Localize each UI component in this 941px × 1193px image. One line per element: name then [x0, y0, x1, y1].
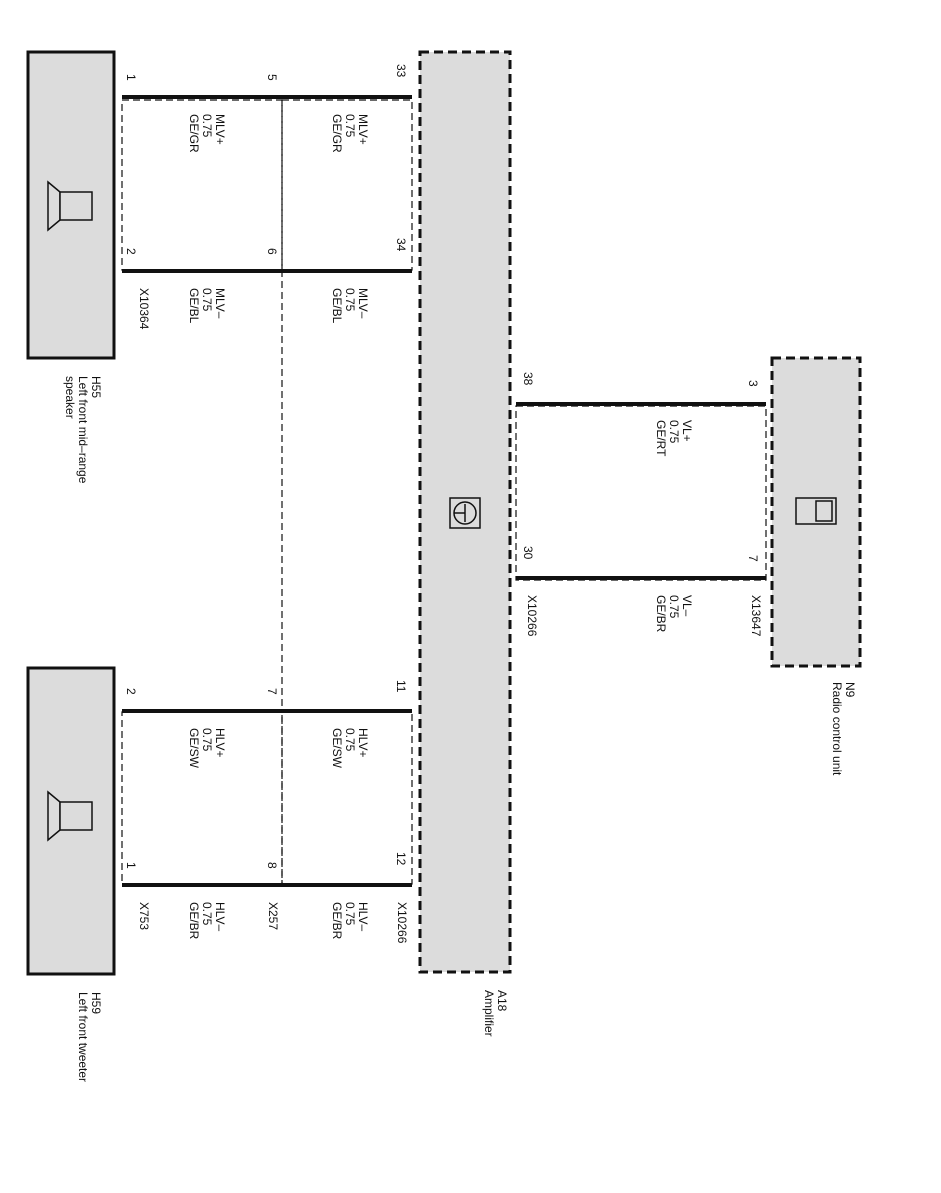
- wire-size: 0.75: [667, 420, 681, 444]
- pin-label: 1: [124, 74, 138, 81]
- wire-size: 0.75: [343, 288, 357, 312]
- wire-size: 0.75: [200, 288, 214, 312]
- connector-label: X10364: [137, 288, 151, 330]
- wire-signal: MLV+: [356, 114, 370, 145]
- wire-size: 0.75: [200, 902, 214, 926]
- component-id: N9: [843, 682, 857, 698]
- wire-signal: VL–: [680, 595, 694, 617]
- wire-color: GE/GR: [330, 114, 344, 153]
- pin-label: 6: [265, 248, 279, 255]
- wire-color: GE/SW: [187, 728, 201, 769]
- component-name: Left front mid–range: [76, 376, 90, 484]
- component-id: H59: [89, 992, 103, 1014]
- speaker-icon: [47, 790, 93, 842]
- connector-label: X13647: [749, 595, 763, 637]
- wire-color: GE/BL: [187, 288, 201, 324]
- wire-signal: MLV+: [213, 114, 227, 145]
- pin-label: 2: [124, 248, 138, 255]
- pin-label: 38: [521, 372, 535, 386]
- wire-size: 0.75: [200, 728, 214, 752]
- shield: [515, 405, 767, 581]
- radio-icon: [795, 497, 837, 525]
- wire-size: 0.75: [667, 595, 681, 619]
- component-name: Amplifier: [482, 990, 496, 1037]
- pin-label: 12: [394, 852, 408, 866]
- wire-signal: MLV–: [356, 288, 370, 319]
- pin-label: 7: [746, 555, 760, 562]
- wire-size: 0.75: [343, 902, 357, 926]
- connector-label: X753: [137, 902, 151, 930]
- wire-color: GE/BR: [187, 902, 201, 940]
- wire-color: GE/SW: [330, 728, 344, 769]
- wire-size: 0.75: [200, 114, 214, 138]
- pin-label: 11: [394, 680, 408, 693]
- connector-label: X10266: [395, 902, 409, 944]
- component-id: A18: [495, 990, 509, 1012]
- wire-size: 0.75: [343, 728, 357, 752]
- wire-signal: HLV+: [356, 728, 370, 757]
- wire-color: GE/BL: [330, 288, 344, 324]
- pin-label: 7: [265, 688, 279, 695]
- pin-label: 2: [124, 688, 138, 695]
- component-id: H55: [89, 376, 103, 398]
- wire-color: GE/GR: [187, 114, 201, 153]
- wire-signal: HLV+: [213, 728, 227, 757]
- pin-label: 8: [265, 862, 279, 869]
- pin-label: 33: [394, 64, 408, 78]
- pin-label: 30: [521, 546, 535, 560]
- wire-signal: HLV–: [356, 902, 370, 931]
- wire-color: GE/BR: [654, 595, 668, 633]
- pin-label: 3: [746, 380, 760, 387]
- wire-signal: HLV–: [213, 902, 227, 931]
- wire-color: GE/BR: [330, 902, 344, 940]
- wire-signal: VL+: [680, 420, 694, 442]
- wire-size: 0.75: [343, 114, 357, 138]
- connector-label: X10266: [525, 595, 539, 637]
- component-name: speaker: [63, 376, 77, 419]
- pin-label: 34: [394, 238, 408, 252]
- amplifier-icon: [449, 497, 481, 529]
- component-name: Radio control unit: [830, 682, 844, 776]
- wire-signal: MLV–: [213, 288, 227, 319]
- pin-label: 1: [124, 862, 138, 869]
- speaker-icon: [47, 180, 93, 232]
- wire-color: GE/RT: [654, 420, 668, 457]
- pin-label: 5: [265, 74, 279, 81]
- connector-label: X257: [266, 902, 280, 930]
- component-name: Left front tweeter: [76, 992, 90, 1082]
